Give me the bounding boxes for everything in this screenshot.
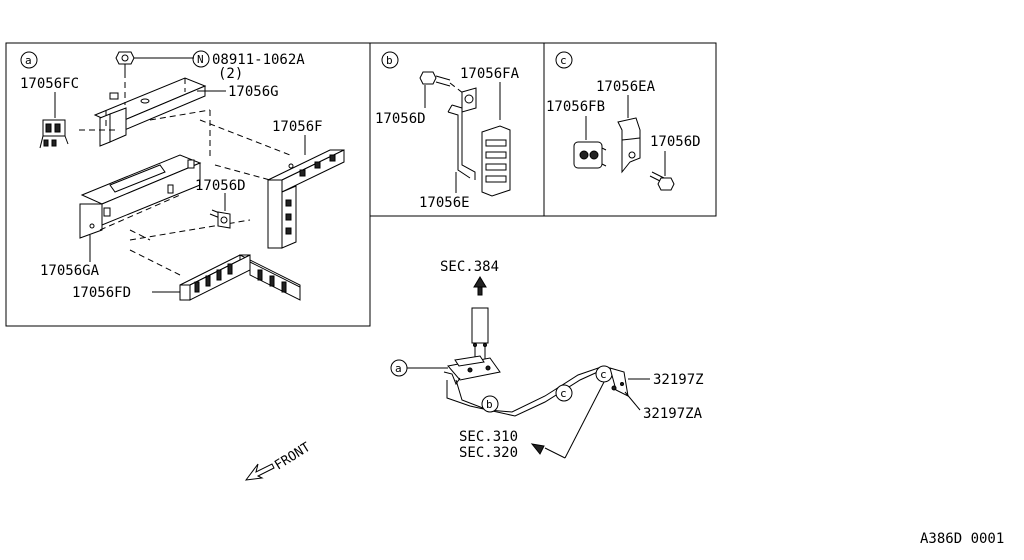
panel-a: a N 08911-1062A (2) 17056FC — [20, 50, 345, 301]
bracket-17056G-icon — [78, 72, 211, 160]
label-17056F: 17056F — [272, 119, 323, 135]
label-17056D-c: 17056D — [650, 134, 701, 150]
label-SEC-384: SEC.384 — [440, 259, 499, 275]
bolt-17056D-b-icon — [419, 71, 451, 87]
label-17056FD: 17056FD — [72, 285, 131, 301]
label-FRONT: FRONT — [272, 440, 313, 474]
clip-17056FB-icon — [573, 141, 607, 169]
label-17056FC: 17056FC — [20, 76, 79, 92]
label-32197Z: 32197Z — [653, 372, 704, 388]
label-08911-1062A: 08911-1062A — [212, 52, 305, 68]
callout-b-letter: b — [386, 54, 393, 67]
callout-b-main — [481, 395, 499, 413]
panel-c-frame — [543, 42, 717, 217]
label-32197ZA: 32197ZA — [643, 406, 703, 422]
clip-17056FD-icon — [179, 254, 301, 301]
callout-a-letter: a — [25, 54, 32, 67]
n-symbol-letter: N — [197, 53, 204, 66]
bracket-17056EA-icon — [617, 117, 641, 174]
label-17056D-a: 17056D — [195, 178, 246, 194]
diagram-id: A386D 0001 — [920, 531, 1004, 547]
front-arrow-icon — [244, 463, 275, 481]
bolt-17056D-icon — [209, 209, 231, 229]
callout-c-letter: c — [560, 54, 567, 67]
callout-c-main-1-letter: c — [560, 387, 567, 400]
shift-cable — [446, 369, 603, 417]
label-17056G: 17056G — [228, 84, 279, 100]
label-17056FB: 17056FB — [546, 99, 605, 115]
label-17056EA: 17056EA — [596, 79, 656, 95]
callout-c-main-1 — [555, 384, 573, 402]
panel-b: b 17056FA 17056D 17056E — [375, 51, 520, 211]
label-nut-qty: (2) — [218, 66, 243, 82]
clip-17056F-icon — [267, 149, 345, 249]
arrow-up-icon — [473, 276, 487, 296]
callout-a-main-letter: a — [395, 362, 402, 375]
label-17056E: 17056E — [419, 195, 470, 211]
bracket-17056GA-icon — [79, 119, 291, 276]
callout-b-main-letter: b — [486, 398, 493, 411]
label-17056D-b: 17056D — [375, 111, 426, 127]
clip-17056FA-icon — [481, 125, 511, 197]
callout-a-marker — [20, 51, 38, 69]
bracket-17056E-icon — [447, 87, 477, 180]
shift-lever-housing — [471, 307, 489, 344]
n-symbol-icon — [192, 50, 210, 68]
callout-b-marker — [381, 51, 399, 69]
callout-c-main-2-letter: c — [600, 368, 607, 381]
label-SEC-320: SEC.320 — [459, 445, 518, 461]
bracket-assembly-icon — [443, 355, 501, 386]
clip-17056FC-icon — [39, 119, 69, 149]
callout-c-marker — [555, 51, 573, 69]
arrow-sec310-icon — [530, 443, 545, 455]
label-17056GA: 17056GA — [40, 263, 100, 279]
panel-c: c 17056EA 17056FB 17056D — [546, 51, 701, 191]
nut-icon — [115, 51, 135, 72]
label-SEC-310: SEC.310 — [459, 429, 518, 445]
label-17056FA: 17056FA — [460, 66, 520, 82]
main-assembly: SEC.384 a b c c — [244, 259, 704, 481]
bolt-17056D-c-icon — [649, 171, 675, 191]
